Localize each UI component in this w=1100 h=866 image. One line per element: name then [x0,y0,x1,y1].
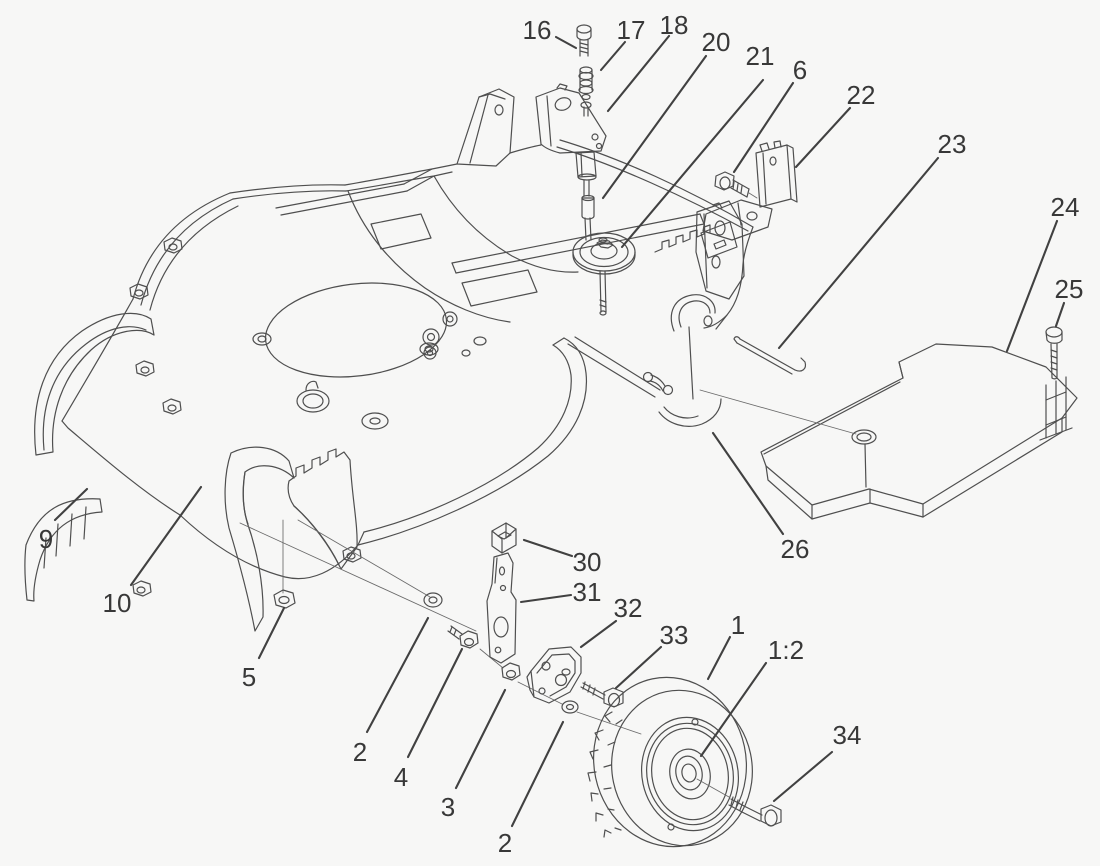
part-number-1-2: 1:2 [768,635,804,665]
cap-30 [492,523,516,553]
leader-line-24 [1007,221,1057,351]
part-number-21: 21 [746,41,775,71]
part-number-33: 33 [660,620,689,650]
leader-line-26 [713,433,783,534]
bracket-plate-17 [536,84,606,153]
leader-line-1 [708,637,730,679]
bracket-post [576,152,596,180]
deck-nut [133,581,151,596]
bracket-22 [756,141,797,207]
rod-23 [734,337,805,374]
part-number-32: 32 [614,593,643,623]
leader-line-17 [601,42,625,70]
part-number-3: 3 [441,792,455,822]
leader-line-20 [603,56,706,198]
deck-nut [164,238,182,253]
leader-line-6 [734,83,793,172]
washer-2a [424,593,442,607]
keeper-stack-18 [579,67,593,116]
hex-nut-5 [274,590,295,608]
washer-2b [562,701,578,713]
hex-nut-3 [502,663,520,680]
hub-cap-1-2 [665,745,715,802]
lower-left-baffle [25,499,102,601]
part-number-2: 2 [498,828,512,858]
rod-20 [582,180,594,240]
pulley-21 [573,233,635,315]
leader-line-2 [367,618,428,732]
leader-line-22 [796,108,850,167]
deck-housing [62,89,753,579]
part-number-1: 1 [731,610,745,640]
leader-line-4 [408,649,462,757]
rear-cover-assembly [700,327,1077,519]
part-number-17: 17 [617,15,646,45]
adjuster-plate-31 [487,553,516,663]
part-number-25: 25 [1055,274,1084,304]
leader-line-10 [131,487,201,585]
wheel-tire [578,663,767,861]
part-number-26: 26 [781,534,810,564]
height-adjuster-assembly [487,523,623,707]
deck-nut [136,361,154,376]
part-number-10: 10 [103,588,132,618]
part-number-16: 16 [523,15,552,45]
leader-line-32 [581,621,616,647]
leader-line-30 [524,540,572,556]
wheel-bracket-32 [527,647,581,703]
deck-nut [163,399,181,414]
leader-line-5 [259,608,284,658]
part-number-2: 2 [353,737,367,767]
front-baffles [133,447,361,631]
hex-bolt-6 [715,172,749,197]
cover-end-bracket [1040,377,1072,440]
hex-bolt-16 [577,25,591,56]
leader-line-21 [622,80,763,247]
leader-line-23 [779,158,938,348]
screw-4 [448,626,478,648]
cover-24 [700,344,1077,519]
wheel-rim [631,708,749,839]
leader-line-9 [55,489,87,520]
leader-line-16 [556,37,576,48]
leader-line-33 [616,647,661,688]
part-number-30: 30 [573,547,602,577]
deck-nut [130,284,148,299]
leader-line-2 [512,722,563,826]
part-number-31: 31 [573,577,602,607]
left-baffle [35,313,154,455]
angle-bracket [701,193,772,258]
rear-bracket-assembly [701,141,797,258]
part-number-9: 9 [39,524,53,554]
leader-line-34 [774,752,832,801]
hex-bolt-25 [1046,327,1062,379]
leader-line-18 [608,36,669,111]
axle-bolt-34 [729,797,781,826]
part-number-24: 24 [1051,192,1080,222]
part-number-23: 23 [938,129,967,159]
leader-line-3 [456,690,505,788]
tire-tread [588,712,622,837]
mount-bracket-assembly [536,25,606,240]
rim-nuts [130,238,182,414]
leader-line-31 [521,595,571,602]
deck-nut [343,547,361,562]
wheel-assembly [578,663,781,861]
part-number-4: 4 [394,762,408,792]
part-number-18: 18 [660,10,689,40]
part-number-34: 34 [833,720,862,750]
part-number-22: 22 [847,80,876,110]
leader-line-25 [1056,303,1064,326]
carriage-bolt-33 [581,682,623,707]
leader-line-1-2 [701,663,766,756]
part-number-5: 5 [242,662,256,692]
part-number-6: 6 [793,55,807,85]
part-number-20: 20 [702,27,731,57]
